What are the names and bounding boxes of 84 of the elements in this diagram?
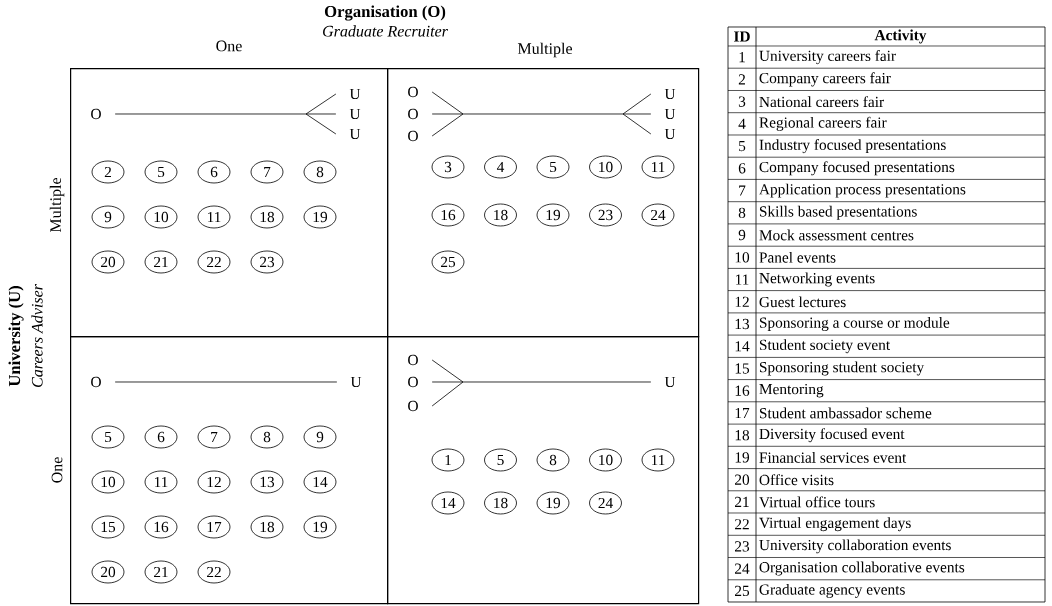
row-label: One — [51, 457, 63, 483]
table-cell: Panel events — [759, 251, 836, 263]
table-cell: 19 — [735, 452, 750, 463]
table-cell: 14 — [735, 341, 750, 352]
entity-letter: O — [408, 400, 418, 412]
table-cell: 23 — [735, 541, 750, 552]
entity-letter: O — [91, 108, 101, 120]
table-cell: University careers fair — [759, 50, 896, 65]
table-cell: Financial services event — [759, 452, 907, 463]
table-cell: 25 — [735, 585, 750, 597]
column-label: One — [216, 40, 242, 52]
table-cell: Sponsoring student society — [759, 361, 925, 376]
table-cell: Sponsoring a course or module — [759, 317, 950, 331]
table-cell: 12 — [735, 296, 749, 307]
quadrant-box — [70, 336, 389, 605]
table-cell: 10 — [735, 252, 750, 263]
table-cell: 11 — [735, 274, 749, 285]
entity-letter: O — [408, 354, 418, 366]
column-label: Multiple — [517, 42, 572, 58]
entity-letter: U — [664, 376, 676, 388]
table-cell: Skills based presentations — [759, 205, 917, 220]
axis-subtitle: Graduate Recruiter — [323, 25, 448, 37]
entity-letter: U — [664, 88, 676, 100]
table-cell: 3 — [738, 96, 746, 107]
table-cell: Virtual engagement days — [759, 517, 911, 532]
table-cell: Industry focused presentations — [759, 139, 946, 154]
entity-letter: U — [664, 108, 676, 120]
axis-title: Organisation (O) — [324, 5, 446, 21]
table-cell: Company focused presentations — [759, 161, 955, 176]
table-cell: 4 — [738, 118, 746, 129]
table-cell: Regional careers fair — [759, 116, 887, 131]
table-cell: 6 — [738, 163, 746, 174]
table-cell: University collaboration events — [759, 539, 951, 554]
table-cell: Guest lectures — [759, 296, 846, 308]
quadrant-box — [387, 68, 700, 338]
table-cell: Diversity focused event — [759, 428, 905, 443]
column-header: Activity — [874, 29, 927, 44]
table-cell: 8 — [738, 207, 746, 218]
table-cell: 24 — [735, 563, 750, 574]
table-cell: 21 — [735, 496, 749, 507]
table-cell: 9 — [738, 229, 746, 241]
table-cell: Mentoring — [759, 383, 824, 398]
entity-letter: O — [408, 376, 418, 388]
quadrant-box — [70, 68, 389, 338]
table-cell: 15 — [735, 363, 750, 374]
quadrant-box — [387, 336, 700, 605]
entity-letter: U — [664, 128, 676, 140]
row-label: Multiple — [49, 178, 65, 233]
connector-line — [431, 359, 652, 407]
connector-line — [114, 381, 338, 383]
table-cell: 5 — [739, 141, 746, 152]
table-cell: 18 — [735, 430, 750, 441]
table-cell: Graduate agency events — [759, 583, 905, 598]
table-cell: 16 — [735, 385, 750, 396]
table-cell: 20 — [735, 474, 750, 485]
table-cell: 1 — [739, 52, 745, 63]
entity-letter: U — [349, 108, 361, 120]
axis-title: University (U) — [8, 286, 24, 387]
table-cell: Office visits — [759, 474, 834, 486]
table-cell: National careers fair — [759, 96, 884, 108]
axis-subtitle: Careers Adviser — [31, 284, 43, 387]
table-cell: Student society event — [759, 339, 890, 354]
entity-letter: O — [408, 86, 418, 98]
table-cell: Student ambassador scheme — [759, 407, 932, 419]
entity-letter: U — [349, 88, 361, 100]
table-cell: 22 — [735, 519, 749, 530]
table-cell: Mock assessment centres — [759, 229, 914, 241]
connector-line — [114, 93, 337, 135]
table-cell: 2 — [738, 74, 745, 85]
table-cell: 13 — [735, 318, 750, 330]
entity-letter: U — [349, 128, 361, 140]
table-cell: Organisation collaborative events — [759, 561, 965, 576]
table-cell: Company careers fair — [759, 72, 891, 87]
table-cell: Application process presentations — [759, 183, 966, 198]
table-cell: 7 — [739, 185, 746, 196]
entity-letter: O — [91, 376, 101, 388]
entity-letter: O — [408, 108, 418, 120]
table-cell: 17 — [735, 407, 750, 419]
table-cell: Virtual office tours — [759, 496, 875, 508]
entity-letter: O — [408, 130, 418, 142]
column-header: ID — [734, 31, 750, 42]
table-cell: Networking events — [759, 272, 875, 287]
connector-line — [431, 91, 652, 137]
entity-letter: U — [350, 376, 362, 388]
